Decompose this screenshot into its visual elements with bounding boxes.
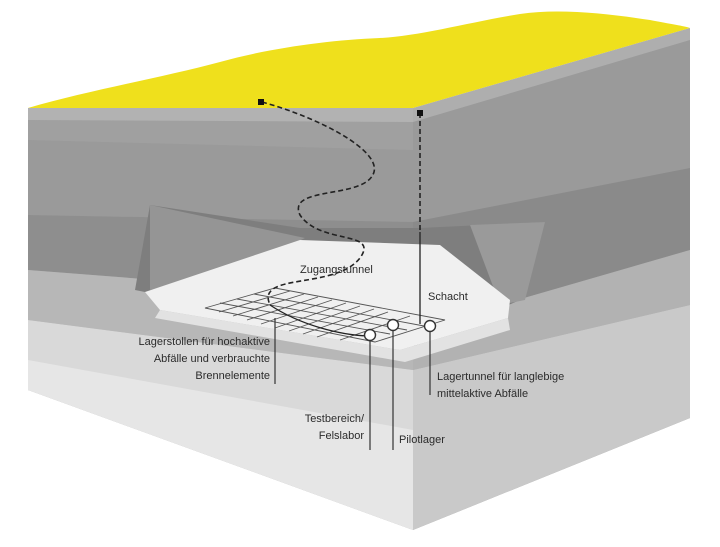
label-pilotlager: Pilotlager <box>399 434 445 446</box>
left-face-bottom <box>28 360 413 530</box>
storage-gallery-grid <box>204 287 446 343</box>
label-schacht: Schacht <box>428 291 468 303</box>
test-area-marker <box>363 328 377 342</box>
label-lagertunnel: Lagertunnel für langlebige mittelaktive … <box>437 369 564 403</box>
left-face-band-1 <box>28 140 413 222</box>
label-lagerstollen: Lagerstollen für hochaktive Abfälle und … <box>100 334 270 385</box>
label-lagerstollen-line3: Brennelemente <box>195 370 270 382</box>
right-face-band-2 <box>413 250 690 370</box>
cavity-right-wall <box>470 222 545 305</box>
label-testbereich-line2: Felslabor <box>318 430 364 442</box>
shaft-head-marker <box>417 110 423 116</box>
label-testbereich: Testbereich/ Felslabor <box>270 411 364 445</box>
access-tunnel <box>261 101 376 337</box>
cavity-floor <box>145 240 510 350</box>
tunnel-portal-marker <box>258 99 264 105</box>
label-lagerstollen-line1: Lagerstollen für hochaktive <box>138 336 270 348</box>
ila-tunnel-marker <box>423 319 437 333</box>
label-lagertunnel-line2: mittelaktive Abfälle <box>437 388 529 400</box>
cavity-left-wall <box>150 205 305 290</box>
yellow-surface <box>28 11 690 109</box>
label-lagerstollen-line2: Abfälle und verbrauchte <box>153 353 270 365</box>
cavity-floor-edge <box>155 310 510 362</box>
label-zugangstunnel: Zugangstunnel <box>300 264 373 276</box>
right-face-band-3 <box>413 305 690 530</box>
pilot-storage-marker <box>386 318 400 332</box>
label-testbereich-line1: Testbereich/ <box>304 413 364 425</box>
surface-top-shadow <box>28 28 690 122</box>
label-lagertunnel-line1: Lagertunnel für langlebige <box>437 371 565 383</box>
leader-lines <box>274 318 431 450</box>
